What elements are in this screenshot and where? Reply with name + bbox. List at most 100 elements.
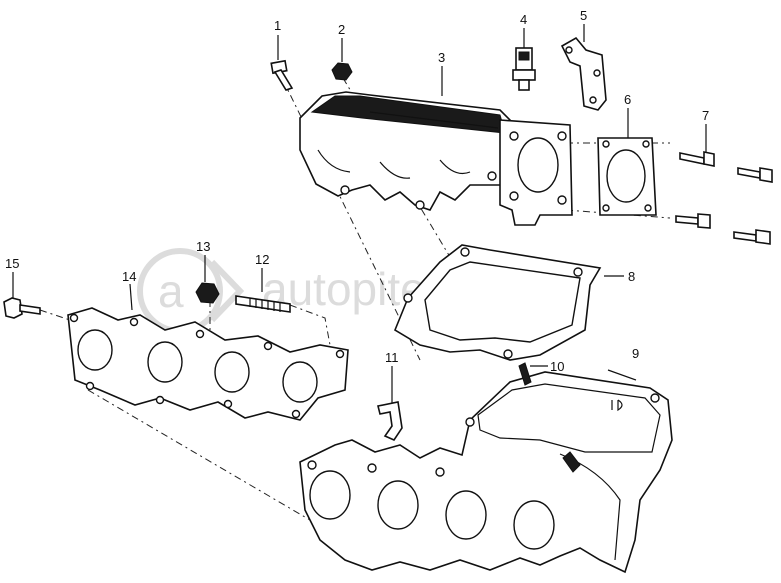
callout-8: 8 — [628, 269, 635, 284]
callout-12: 12 — [255, 252, 269, 267]
part-15-bolt — [3, 272, 41, 319]
manifold-mount-hole-b — [415, 200, 425, 210]
stud-10-body — [518, 362, 532, 386]
gasket-14-port-1 — [77, 329, 113, 371]
gasket-6-bore — [606, 149, 646, 203]
lower-manifold-port-2 — [377, 480, 419, 530]
gasket-6-hole-3 — [602, 204, 610, 212]
gasket-14-hole-4 — [263, 341, 273, 351]
flange-hole-top-left — [509, 131, 519, 141]
callout-6: 6 — [624, 92, 631, 107]
manifold-runner-contours — [317, 149, 471, 179]
part-1-bolt — [270, 35, 294, 91]
gasket-14-port-3 — [214, 351, 250, 393]
part-7-bolts — [675, 124, 773, 245]
callout-15: 15 — [5, 256, 19, 271]
lower-manifold-top-opening — [477, 383, 661, 453]
leader-14 — [129, 283, 133, 311]
gasket-14-hole-9 — [291, 409, 301, 419]
callout-4: 4 — [520, 12, 527, 27]
bolt-15-shank — [19, 304, 41, 315]
callout-10: 10 — [550, 359, 564, 374]
upper-manifold-lettering — [369, 111, 499, 129]
gasket-14-hole-6 — [85, 381, 95, 391]
lower-manifold-hole-3 — [435, 467, 445, 477]
leader-9 — [607, 369, 637, 381]
part-12-stud — [235, 268, 291, 313]
callout-5: 5 — [580, 8, 587, 23]
part-13-nut — [195, 255, 220, 304]
bolt-15-head — [3, 297, 23, 319]
bolt-7-lower-right — [733, 229, 771, 245]
callout-13: 13 — [196, 239, 210, 254]
watermark-logo-chevron — [209, 259, 245, 323]
gasket-14-hole-2 — [129, 317, 139, 327]
lower-manifold-hole-5 — [465, 417, 475, 427]
sensor-4-flange — [512, 69, 536, 81]
gasket-14-outline — [67, 307, 349, 421]
part-8-plenum-gasket — [394, 244, 624, 361]
callout-11: 11 — [385, 350, 399, 365]
clip-11-body — [377, 401, 403, 442]
lower-manifold-hole-2 — [367, 463, 377, 473]
lower-manifold-hole-4 — [650, 393, 660, 403]
manifold-mount-hole-c — [487, 171, 497, 181]
gasket-14-hole-8 — [223, 399, 233, 409]
part-11-clip — [377, 366, 403, 442]
nut-2-body — [331, 62, 353, 81]
sensor-4-socket — [518, 51, 530, 61]
gasket-8-hole-right — [573, 267, 583, 277]
part-5-bracket — [560, 24, 607, 111]
callout-1: 1 — [274, 18, 281, 33]
lower-manifold-port-1 — [309, 470, 351, 520]
part-4-sensor — [512, 28, 536, 91]
bolt-7-upper-left — [679, 151, 715, 167]
gasket-6-hole-1 — [602, 140, 610, 148]
flange-hole-top-right — [557, 131, 567, 141]
bolt-7-upper-right — [737, 167, 773, 183]
callout-14: 14 — [122, 269, 136, 284]
watermark-logo-letter: a — [158, 265, 184, 317]
gasket-8-hole-left — [403, 293, 413, 303]
gasket-8-opening — [424, 261, 581, 343]
gasket-6-hole-2 — [642, 140, 650, 148]
guide-line-stud-12 — [289, 304, 331, 346]
part-9-lower-manifold — [299, 369, 673, 574]
stud-12-threads — [249, 298, 281, 312]
callout-2: 2 — [338, 22, 345, 37]
gasket-14-hole-7 — [155, 395, 165, 405]
lower-manifold-port-4 — [513, 500, 555, 550]
gasket-14-port-4 — [282, 361, 318, 403]
nut-13-body — [195, 282, 220, 304]
gasket-14-hole-3 — [195, 329, 205, 339]
upper-manifold-cover-stripe — [310, 95, 506, 134]
lower-manifold-hole-1 — [307, 460, 317, 470]
flange-hole-bottom-right — [557, 195, 567, 205]
lower-manifold-port-3 — [445, 490, 487, 540]
lower-manifold-cast-mark — [611, 399, 623, 412]
gasket-8-hole-top — [460, 247, 470, 257]
lower-manifold-stud — [562, 451, 581, 473]
bracket-5-body — [560, 36, 607, 111]
bolt-7-lower-left — [675, 213, 711, 229]
throttle-flange-bore — [517, 137, 559, 193]
bracket-5-hole-top — [565, 46, 573, 54]
manifold-mount-hole-a — [340, 185, 350, 195]
guide-line-bolt-15 — [39, 309, 71, 321]
gasket-8-hole-bottom — [503, 349, 513, 359]
sensor-4-tip — [518, 79, 530, 91]
callout-7: 7 — [702, 108, 709, 123]
callout-labels: 1 2 3 4 5 6 7 8 9 10 11 12 13 14 15 — [5, 8, 709, 374]
gasket-14-hole-1 — [69, 313, 79, 323]
gasket-14-hole-5 — [335, 349, 345, 359]
part-6-gasket — [597, 108, 657, 216]
bracket-5-hole-mid — [593, 69, 601, 77]
part-3-upper-manifold — [299, 66, 573, 226]
flange-hole-bottom-left — [509, 191, 519, 201]
bracket-5-hole-bottom — [589, 96, 597, 104]
part-14-manifold-gasket — [67, 283, 349, 421]
bolt-1-shank — [273, 69, 294, 91]
part-10-stud — [518, 362, 548, 386]
gasket-14-port-2 — [147, 341, 183, 383]
